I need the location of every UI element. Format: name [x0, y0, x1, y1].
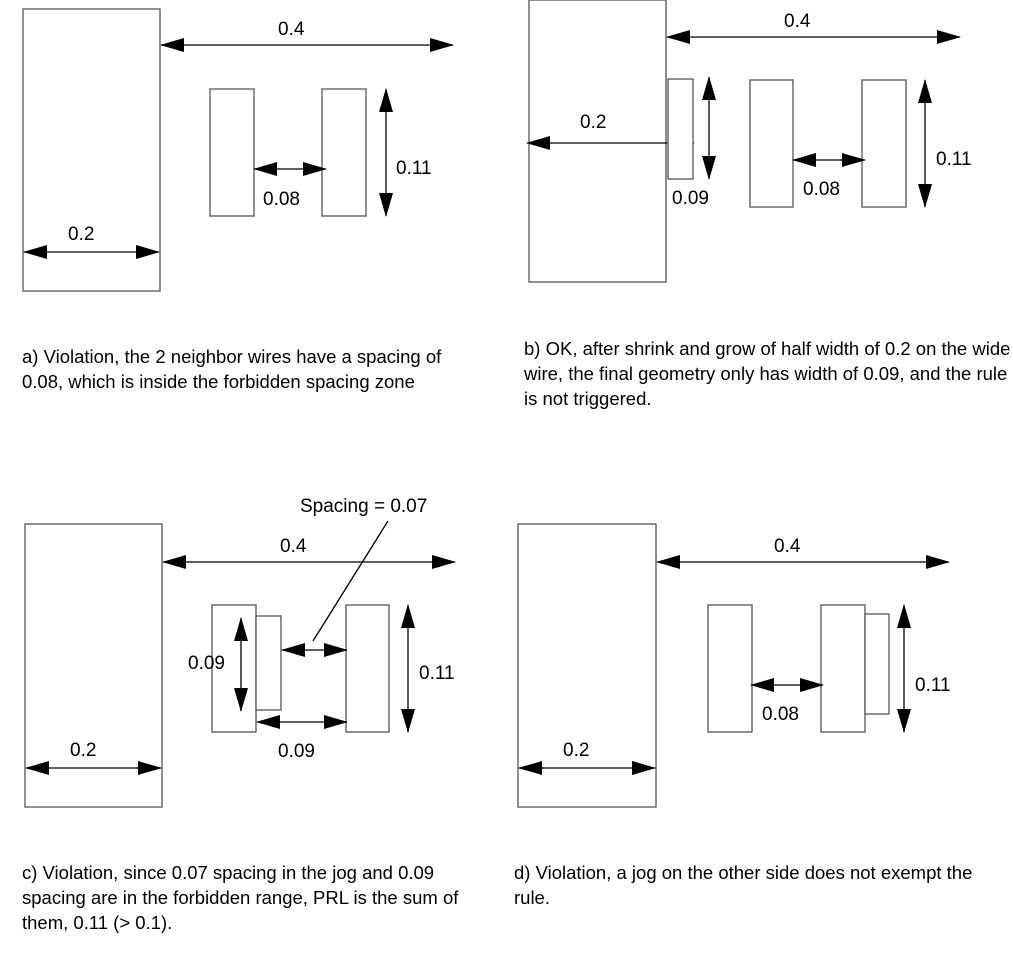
label-wide-width: 0.2: [563, 740, 589, 761]
jog-other-side: [864, 613, 890, 715]
label-spacing: 0.08: [803, 179, 840, 200]
neighbor-wire-left: [209, 88, 255, 217]
label-jog-prl: 0.09: [188, 653, 225, 674]
label-prl: 0.11: [936, 149, 972, 170]
neighbor-wire-right: [820, 604, 866, 733]
neighbor-wire-left: [749, 79, 794, 208]
label-wide-width: 0.2: [580, 112, 606, 133]
label-spacing: 0.08: [762, 704, 799, 725]
callout-spacing-label: Spacing = 0.07: [300, 496, 427, 517]
neighbor-wire-right: [345, 604, 390, 733]
neighbor-wire-right: [861, 79, 907, 208]
label-wide-width: 0.2: [70, 740, 96, 761]
label-range: 0.4: [774, 536, 801, 557]
caption-panel-c: c) Violation, since 0.07 spacing in the …: [22, 862, 459, 933]
label-prl: 0.11: [419, 663, 455, 684]
neighbor-wire-right: [321, 88, 367, 217]
shrunk-wide-wire-remnant: [667, 78, 694, 180]
panel-d: 0.2 0.4 0.08 0.11: [517, 523, 951, 808]
wide-wire: [22, 8, 161, 292]
neighbor-wire-left: [707, 604, 753, 733]
label-spacing: 0.08: [263, 189, 300, 210]
caption-panel-d: d) Violation, a jog on the other side do…: [514, 862, 973, 908]
jog: [255, 615, 282, 711]
caption-panel-a: a) Violation, the 2 neighbor wires have …: [22, 346, 442, 392]
label-wide-width: 0.2: [68, 224, 94, 245]
panel-b: 0.2 0.4 0.09 0.08 0.11: [526, 0, 972, 283]
label-range: 0.4: [784, 11, 811, 32]
wide-wire: [517, 523, 657, 808]
label-range: 0.4: [280, 536, 307, 557]
label-jog-height: 0.09: [672, 188, 709, 209]
callout-leader-line: [312, 520, 389, 642]
panel-c: 0.2 0.4 0.09 0.09 0.11 Spacing = 0.07: [24, 496, 456, 808]
panel-a: 0.2 0.4 0.08 0.11: [22, 8, 454, 292]
label-prl: 0.11: [915, 675, 951, 696]
label-prl: 0.11: [396, 158, 432, 179]
caption-panel-b: b) OK, after shrink and grow of half wid…: [524, 338, 1011, 409]
label-spacing: 0.09: [278, 741, 315, 762]
label-range: 0.4: [278, 19, 305, 40]
wide-wire: [24, 523, 163, 808]
wide-wire: [528, 0, 667, 283]
